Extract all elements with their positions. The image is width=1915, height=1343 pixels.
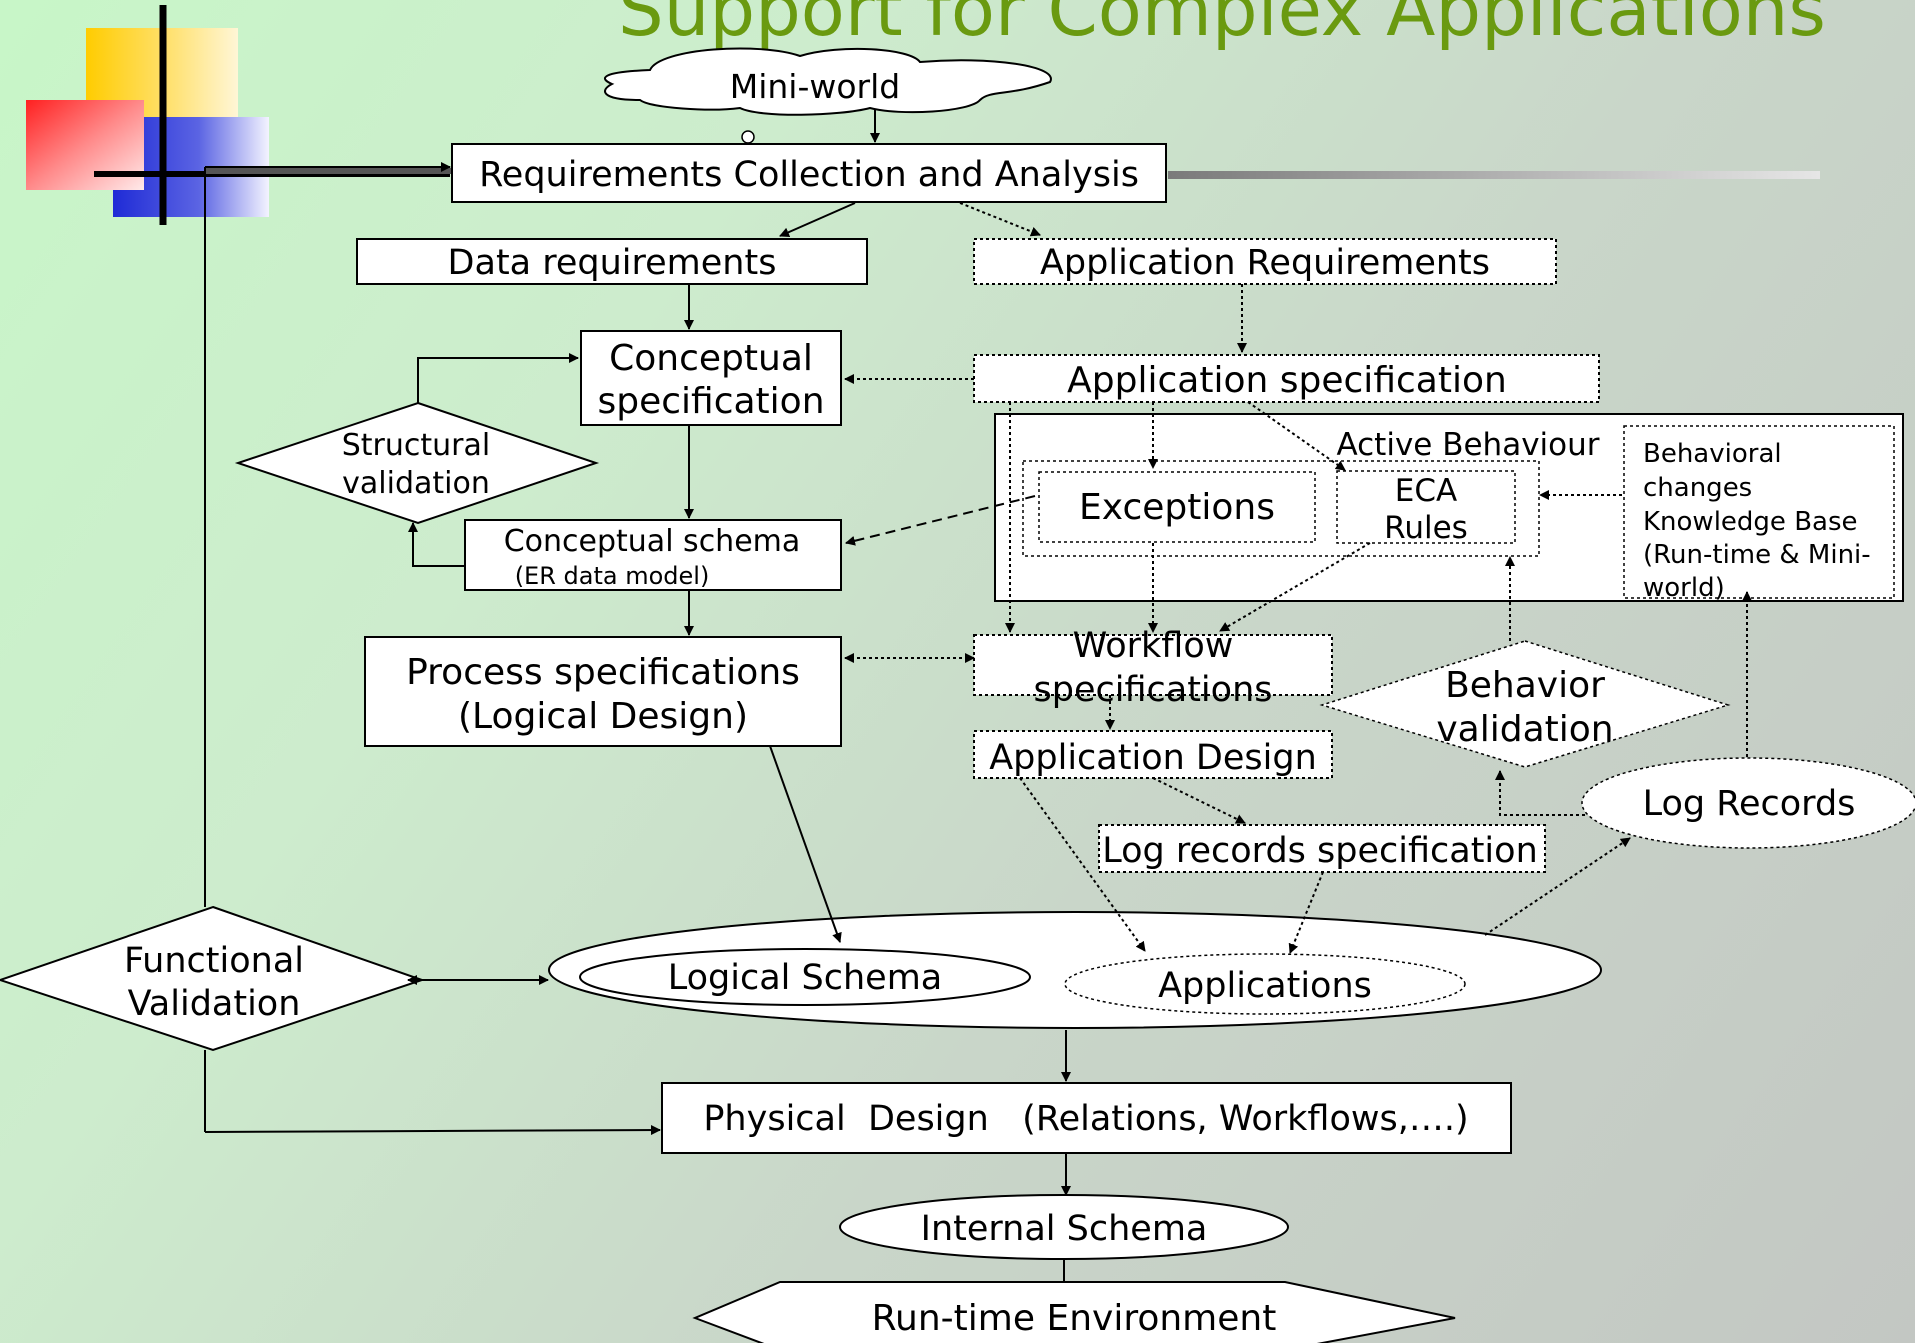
- behavior-validation-diamond: [1319, 640, 1731, 768]
- log-records-spec-label: Log records specification: [1102, 831, 1538, 871]
- dotted-connectors: [844, 202, 1752, 954]
- applications-label: Applications: [1158, 966, 1372, 1006]
- knowledge-base-label-2: changes: [1643, 473, 1752, 503]
- decorative-logo: [26, 5, 450, 225]
- process-spec-box: [364, 636, 842, 747]
- eca-rules-label-1: ECA: [1395, 473, 1457, 509]
- application-design-box: [973, 730, 1333, 779]
- conceptual-spec-label-1: Conceptual: [609, 338, 813, 379]
- mini-world-cloud: [603, 47, 1052, 116]
- header-rule: [1168, 171, 1820, 179]
- workflow-spec-label-1: Workflow: [1073, 626, 1234, 666]
- runtime-environment-hexagon: [692, 1281, 1456, 1343]
- conceptual-schema-label: Conceptual schema: [504, 524, 801, 559]
- knowledge-base-label-3: Knowledge Base: [1643, 507, 1858, 537]
- workflow-spec-label-2: specifications: [1034, 670, 1273, 710]
- log-records-ellipse: [1581, 757, 1915, 849]
- behavior-validation-label-1: Behavior: [1445, 665, 1605, 706]
- structural-validation-label-1: Structural: [342, 428, 490, 463]
- workflow-spec-box: [973, 634, 1333, 696]
- requirements-box: [451, 143, 1167, 203]
- logical-schema-label: Logical Schema: [668, 958, 943, 998]
- process-spec-label-1: Process specifications: [406, 652, 800, 693]
- exceptions-to-schema-connector: [845, 495, 1036, 546]
- exceptions-box: [1038, 471, 1316, 543]
- application-design-label: Application Design: [989, 738, 1317, 778]
- slide-title: Support for Complex Applications: [618, 0, 1826, 52]
- knowledge-base-label-4: (Run-time & Mini-: [1643, 540, 1871, 570]
- physical-design-label: Physical Design (Relations, Workflows,….…: [703, 1099, 1468, 1139]
- process-spec-label-2: (Logical Design): [458, 696, 748, 737]
- log-records-label: Log Records: [1643, 784, 1856, 824]
- functional-validation-label-1: Functional: [124, 941, 304, 981]
- connector-dot: [741, 130, 755, 144]
- internal-schema-label: Internal Schema: [921, 1209, 1208, 1249]
- eca-rules-label-2: Rules: [1384, 510, 1468, 546]
- knowledge-base-box: [1623, 425, 1895, 599]
- active-behaviour-label: Active Behaviour: [1336, 427, 1599, 463]
- data-requirements-box: [356, 238, 868, 285]
- conceptual-spec-box: [580, 330, 842, 426]
- log-records-spec-box: [1098, 824, 1546, 873]
- data-requirements-label: Data requirements: [448, 243, 777, 283]
- application-requirements-box: [973, 238, 1557, 285]
- eca-rules-box: [1336, 470, 1516, 544]
- structural-validation-label-2: validation: [342, 466, 490, 501]
- application-spec-label: Application specification: [1067, 360, 1507, 401]
- application-spec-box: [973, 354, 1600, 403]
- functional-validation-label-2: Validation: [128, 984, 301, 1024]
- application-requirements-label: Application Requirements: [1040, 243, 1490, 283]
- behavior-validation-label-2: validation: [1436, 709, 1613, 750]
- er-model-label: (ER data model): [515, 562, 710, 590]
- requirements-label: Requirements Collection and Analysis: [479, 155, 1139, 195]
- exceptions-label: Exceptions: [1079, 487, 1275, 528]
- mini-world-label: Mini-world: [730, 67, 901, 106]
- functional-validation-diamond: [0, 905, 426, 1052]
- structural-validation-diamond: [234, 401, 600, 525]
- header-rule-left: [206, 168, 452, 174]
- conceptual-spec-label-2: specification: [597, 381, 824, 422]
- knowledge-base-label-5: world): [1643, 573, 1725, 603]
- knowledge-base-label-1: Behavioral: [1643, 439, 1782, 469]
- applications-ellipse: [1064, 953, 1466, 1015]
- conceptual-schema-box: [464, 519, 842, 591]
- logical-schema-ellipse: [579, 948, 1031, 1006]
- solid-connectors: [204, 109, 1071, 1282]
- runtime-environment-label: Run-time Environment: [872, 1298, 1277, 1339]
- physical-design-box: [661, 1082, 1512, 1154]
